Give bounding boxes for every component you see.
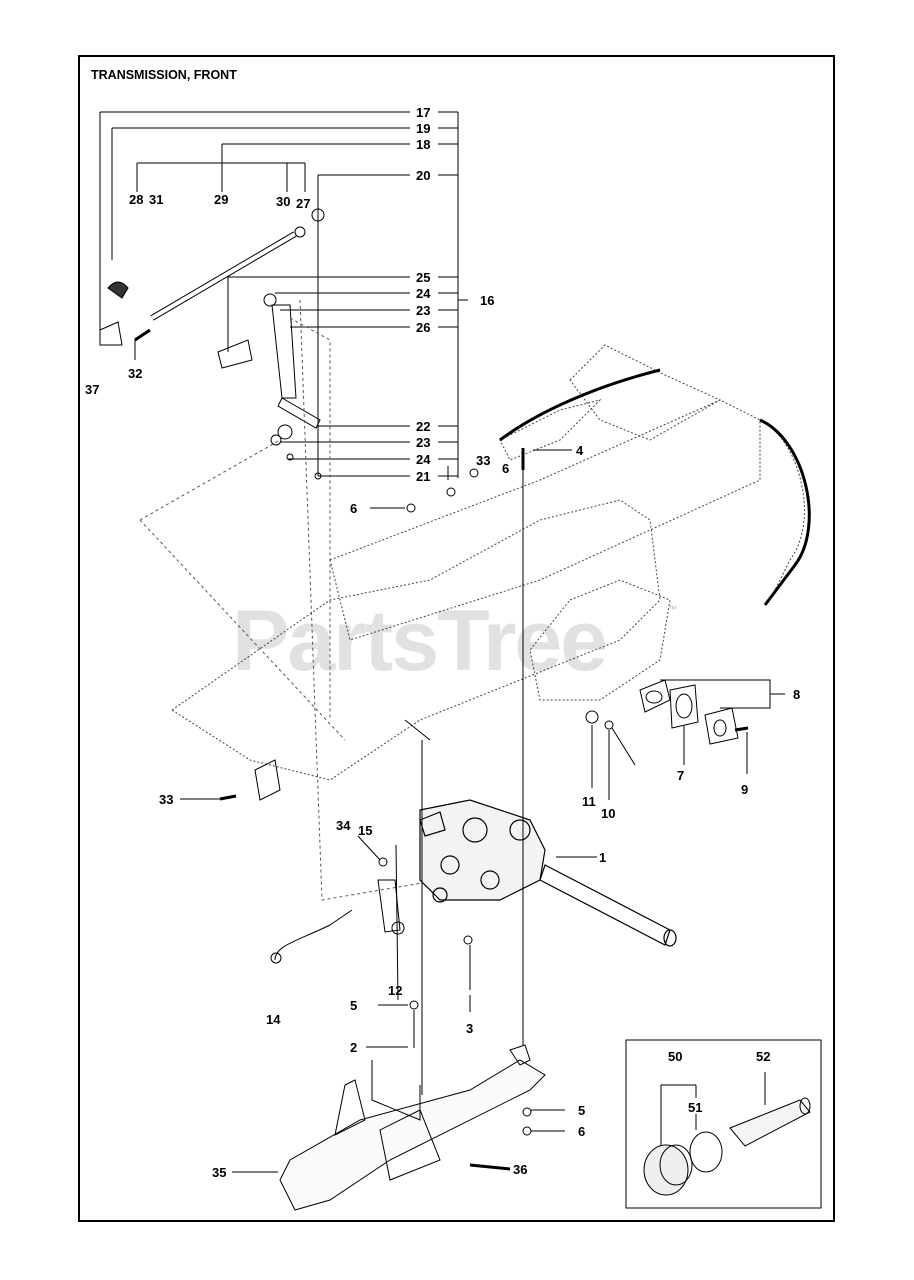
callout-20: 20 (416, 168, 430, 183)
callout-25: 25 (416, 270, 430, 285)
callout-11: 11 (582, 794, 596, 809)
callout-26: 26 (416, 320, 430, 335)
diagram-title: TRANSMISSION, FRONT (91, 68, 237, 82)
callout-19: 19 (416, 121, 430, 136)
callout-6-left: 6 (350, 501, 357, 516)
callout-4: 4 (576, 443, 584, 458)
callout-23-b: 23 (416, 435, 430, 450)
callout-9: 9 (741, 782, 748, 797)
callout-17: 17 (416, 105, 430, 120)
callout-29: 29 (214, 192, 228, 207)
watermark-trademark: ™ (668, 604, 677, 614)
callout-31: 31 (149, 192, 163, 207)
callout-labels: 17 19 18 20 28 31 29 30 27 25 24 16 23 2… (85, 105, 800, 1180)
callout-32: 32 (128, 366, 142, 381)
callout-34: 34 (336, 818, 351, 833)
callout-51: 51 (688, 1100, 702, 1115)
callout-28: 28 (129, 192, 143, 207)
callout-24: 24 (416, 286, 431, 301)
watermark-logo: PartsTree (232, 593, 608, 689)
diagram-frame (78, 55, 835, 1222)
callout-18: 18 (416, 137, 430, 152)
callout-23: 23 (416, 303, 430, 318)
callout-35: 35 (212, 1165, 226, 1180)
callout-33-left: 33 (159, 792, 173, 807)
callout-30: 30 (276, 194, 290, 209)
callout-24-b: 24 (416, 452, 431, 467)
callout-21: 21 (416, 469, 430, 484)
callout-10: 10 (601, 806, 615, 821)
callout-36: 36 (513, 1162, 527, 1177)
callout-2: 2 (350, 1040, 357, 1055)
callout-37: 37 (85, 382, 99, 397)
callout-8: 8 (793, 687, 800, 702)
callout-7: 7 (677, 768, 684, 783)
callout-6-bottom: 6 (578, 1124, 585, 1139)
callout-16: 16 (480, 293, 494, 308)
callout-3: 3 (466, 1021, 473, 1036)
callout-6-top: 6 (502, 461, 509, 476)
callout-50: 50 (668, 1049, 682, 1064)
callout-52: 52 (756, 1049, 770, 1064)
callout-5-mid: 5 (350, 998, 357, 1013)
callout-33-top: 33 (476, 453, 490, 468)
callout-27: 27 (296, 196, 310, 211)
callout-12: 12 (388, 983, 402, 998)
callout-14: 14 (266, 1012, 281, 1027)
callout-15: 15 (358, 823, 372, 838)
callout-5-bottom: 5 (578, 1103, 585, 1118)
callout-1: 1 (599, 850, 606, 865)
callout-22: 22 (416, 419, 430, 434)
